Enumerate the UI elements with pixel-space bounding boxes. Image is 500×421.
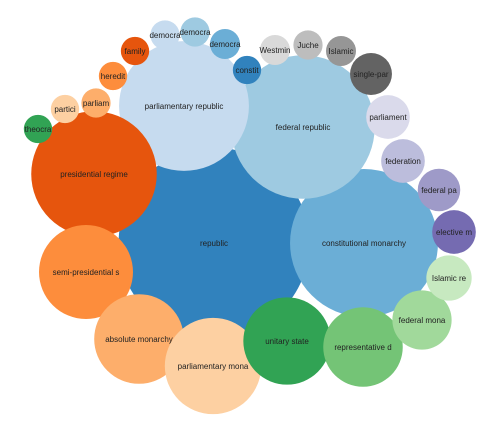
bubble-circle — [180, 17, 210, 47]
bubble-node: single-par — [350, 53, 392, 95]
bubble-circle — [432, 210, 476, 254]
bubble-node: Islamic — [325, 35, 357, 67]
bubble-circle — [150, 20, 180, 50]
bubble-circle — [232, 55, 262, 85]
bubble-node: partici — [50, 94, 80, 124]
bubble-node: parliament — [366, 95, 410, 139]
bubble-node: unitary state — [243, 297, 331, 385]
bubble-node: family — [120, 36, 150, 66]
bubble-circle — [350, 53, 392, 95]
bubble-node: elective m — [432, 210, 476, 254]
bubble-circle — [426, 255, 472, 301]
bubble-circle — [392, 290, 452, 350]
bubble-node: representative d — [323, 307, 403, 387]
bubble-circle — [290, 169, 438, 317]
bubble-node: parliam — [81, 88, 111, 118]
bubble-node: Juche — [293, 30, 323, 60]
bubble-circle — [231, 55, 375, 199]
bubble-circle — [39, 225, 133, 319]
bubble-circle — [31, 111, 157, 237]
bubble-circle — [417, 168, 461, 212]
bubble-node: constit — [232, 55, 262, 85]
bubble-circle — [381, 139, 425, 183]
bubble-circle — [325, 35, 357, 67]
bubble-circle — [98, 61, 128, 91]
bubble-circle — [50, 94, 80, 124]
bubble-circle — [120, 36, 150, 66]
bubble-node: heredit — [98, 61, 128, 91]
bubble-circle — [94, 294, 184, 384]
bubble-circle — [81, 88, 111, 118]
bubble-circle — [118, 147, 310, 339]
bubble-circle — [366, 95, 410, 139]
bubble-node: federation — [381, 139, 425, 183]
bubble-node: theocra — [23, 114, 53, 144]
bubble-circle — [243, 297, 331, 385]
bubble-circle — [119, 41, 249, 171]
bubble-circle — [209, 28, 241, 60]
bubble-node: Islamic re — [426, 255, 472, 301]
bubble-circle — [259, 34, 291, 66]
bubble-circle — [323, 307, 403, 387]
bubble-node: federal pa — [417, 168, 461, 212]
bubble-circle — [23, 114, 53, 144]
bubble-circle — [293, 30, 323, 60]
bubble-circle — [164, 317, 262, 415]
